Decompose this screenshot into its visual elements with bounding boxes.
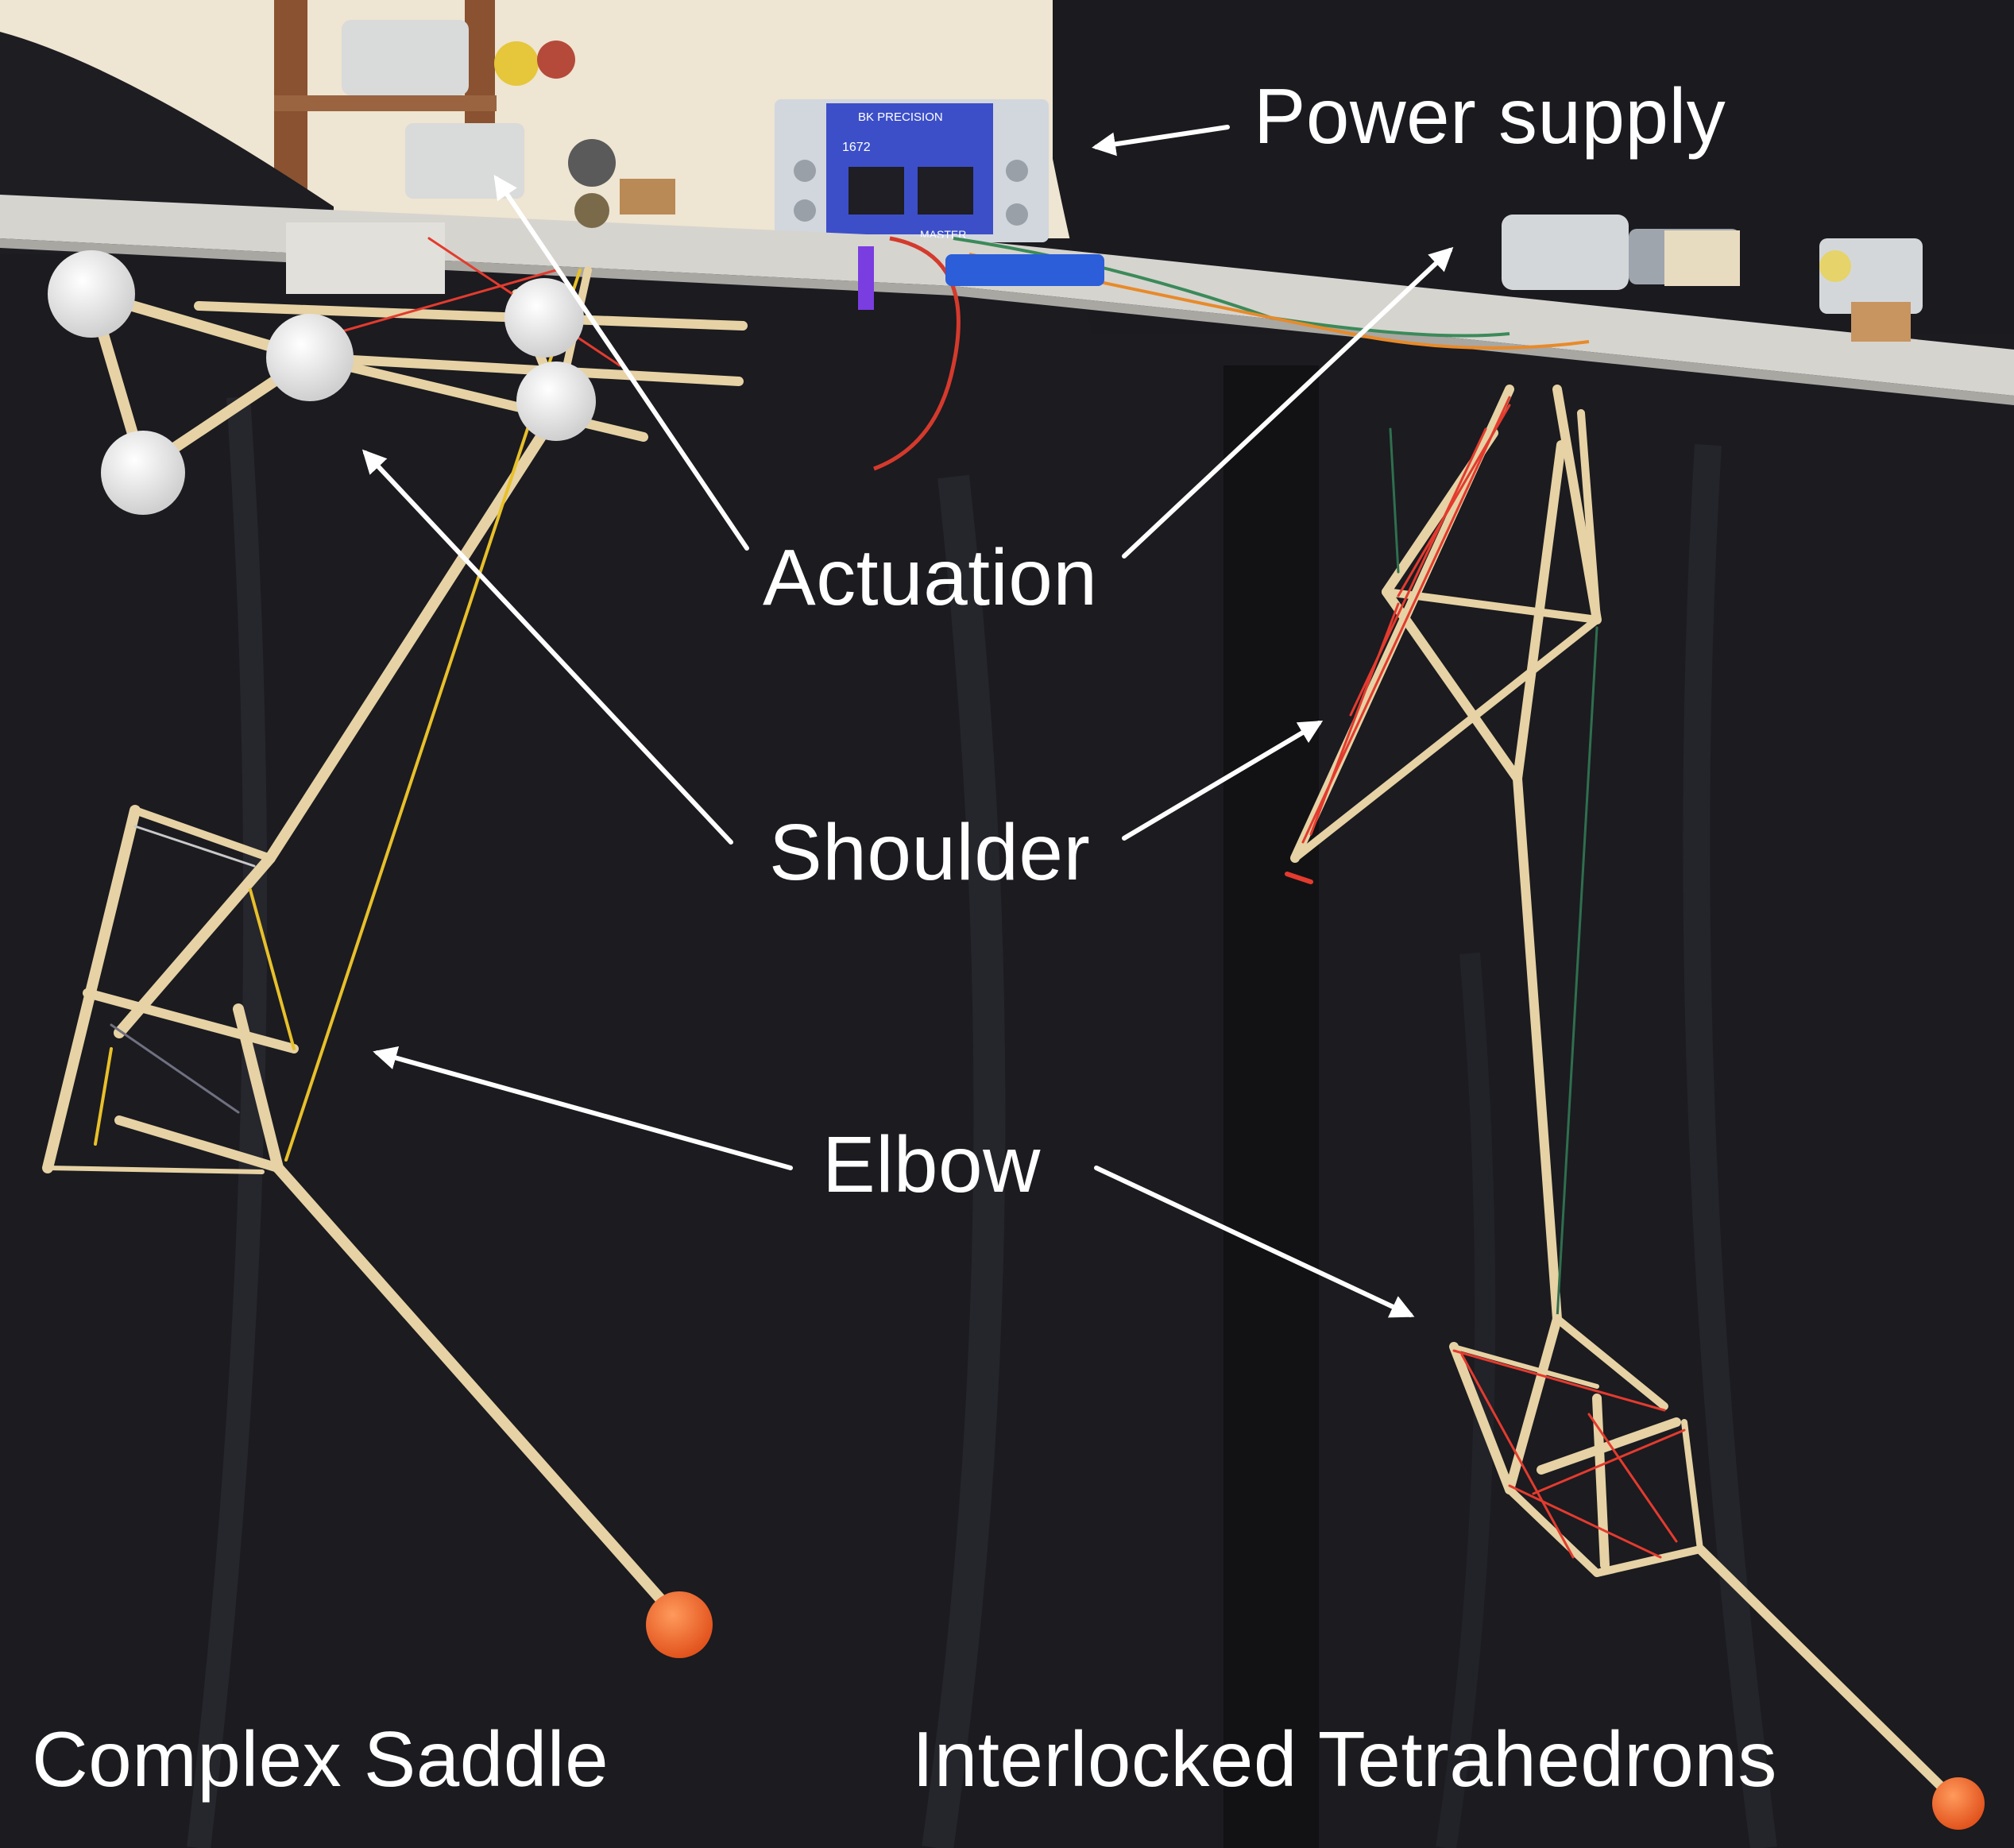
complex-saddle-arm	[42, 237, 748, 1658]
arrow-shoulder-right	[1122, 720, 1324, 841]
drape-fold-3	[1683, 443, 1777, 1848]
backdrop-drape	[0, 238, 2014, 1848]
interlocked-tetrahedrons-arm	[1285, 385, 1985, 1830]
drape-shadow-band	[1223, 365, 1319, 1848]
power-supply-brand: BK PRECISION	[858, 110, 943, 124]
arrow-actuation-right	[1122, 246, 1454, 559]
arrow-power-supply	[1092, 125, 1230, 157]
window-bar	[274, 95, 497, 111]
purple-clip	[858, 246, 874, 310]
label-shoulder: Shoulder	[769, 808, 1091, 897]
blue-clip-tray	[945, 254, 1104, 286]
mounting-rail	[0, 195, 2014, 405]
power-supply-unit: BK PRECISION 1672 MASTER	[775, 99, 1049, 242]
label-interlocked-tetrahedrons: Interlocked Tetrahedrons	[912, 1715, 1777, 1803]
annotation-arrows	[361, 125, 1454, 1318]
drape-fold-1	[187, 396, 268, 1848]
arrow-elbow-right	[1094, 1166, 1415, 1318]
drape-fold-2	[922, 474, 1006, 1848]
upper-right-drape	[1053, 0, 2014, 334]
label-complex-saddle: Complex Saddle	[32, 1715, 609, 1803]
arrow-shoulder-left	[361, 449, 733, 845]
cable-red	[873, 236, 961, 471]
arrow-elbow-left	[373, 1046, 793, 1170]
right-actuator-motors	[1502, 215, 1923, 342]
label-actuation: Actuation	[763, 533, 1098, 622]
label-power-supply: Power supply	[1254, 72, 1726, 160]
label-elbow: Elbow	[822, 1120, 1041, 1209]
arrow-actuation-left	[493, 175, 749, 551]
power-supply-model: 1672	[842, 141, 871, 154]
